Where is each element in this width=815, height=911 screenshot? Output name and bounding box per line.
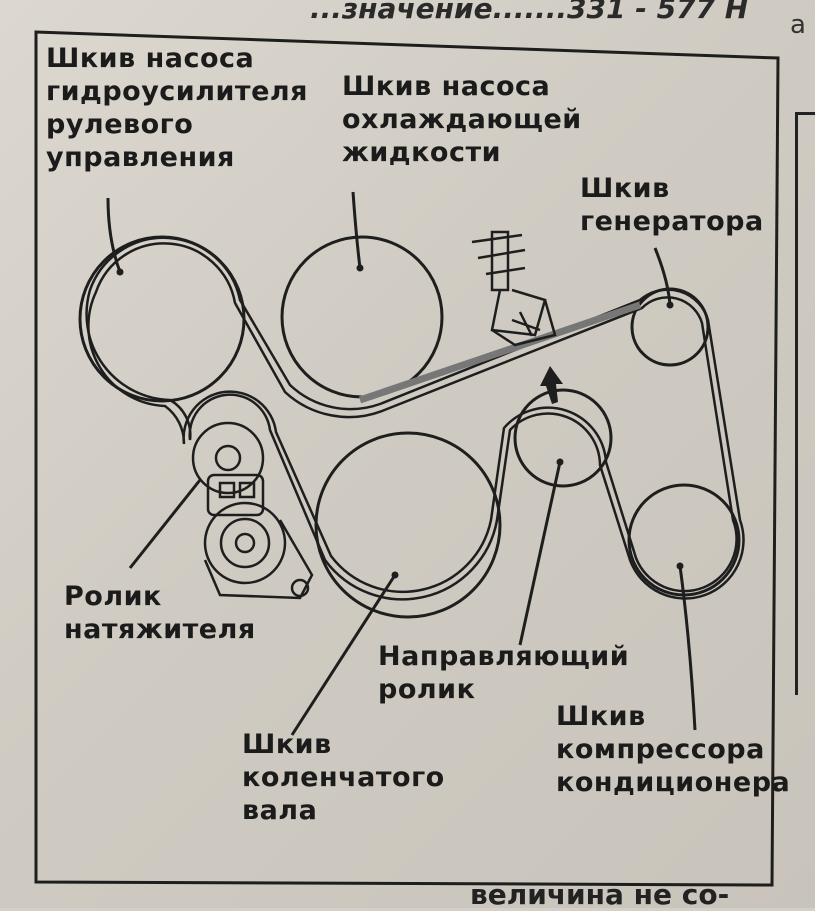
diagram-frame (34, 30, 780, 887)
label-tensioner-roller: Ролик натяжителя (64, 581, 256, 645)
label-ac-compressor-pulley: Шкив компрессора кондиционера (556, 701, 791, 798)
ac-compressor-pulley (627, 483, 741, 597)
tensioner-assembly (191, 421, 314, 600)
corner-text: а (790, 10, 806, 40)
tensioner-roller-hub (214, 444, 242, 472)
footer-text: величина не со- (470, 878, 730, 911)
pressure-arrow (540, 366, 563, 404)
crankshaft-pulley (314, 431, 502, 619)
label-generator-pulley: Шкив генератора (580, 173, 764, 237)
drive-belt (85, 236, 745, 601)
coolant-pump-pulley (280, 235, 444, 399)
label-power-steering-pulley: Шкив насоса гидроусилителя рулевого упра… (46, 43, 308, 173)
adjacent-frame (795, 112, 815, 695)
header-text: ...значение.......331 - 577 Н (310, 0, 749, 25)
label-coolant-pump-pulley: Шкив насоса охлаждающей жидкости (342, 71, 582, 168)
idler-roller (513, 388, 613, 488)
tension-gauge-tool (471, 230, 557, 347)
leader-lines (106, 191, 697, 736)
label-crankshaft-pulley: Шкив коленчатого вала (242, 729, 445, 826)
label-idler-roller: Направляющий ролик (378, 641, 630, 705)
